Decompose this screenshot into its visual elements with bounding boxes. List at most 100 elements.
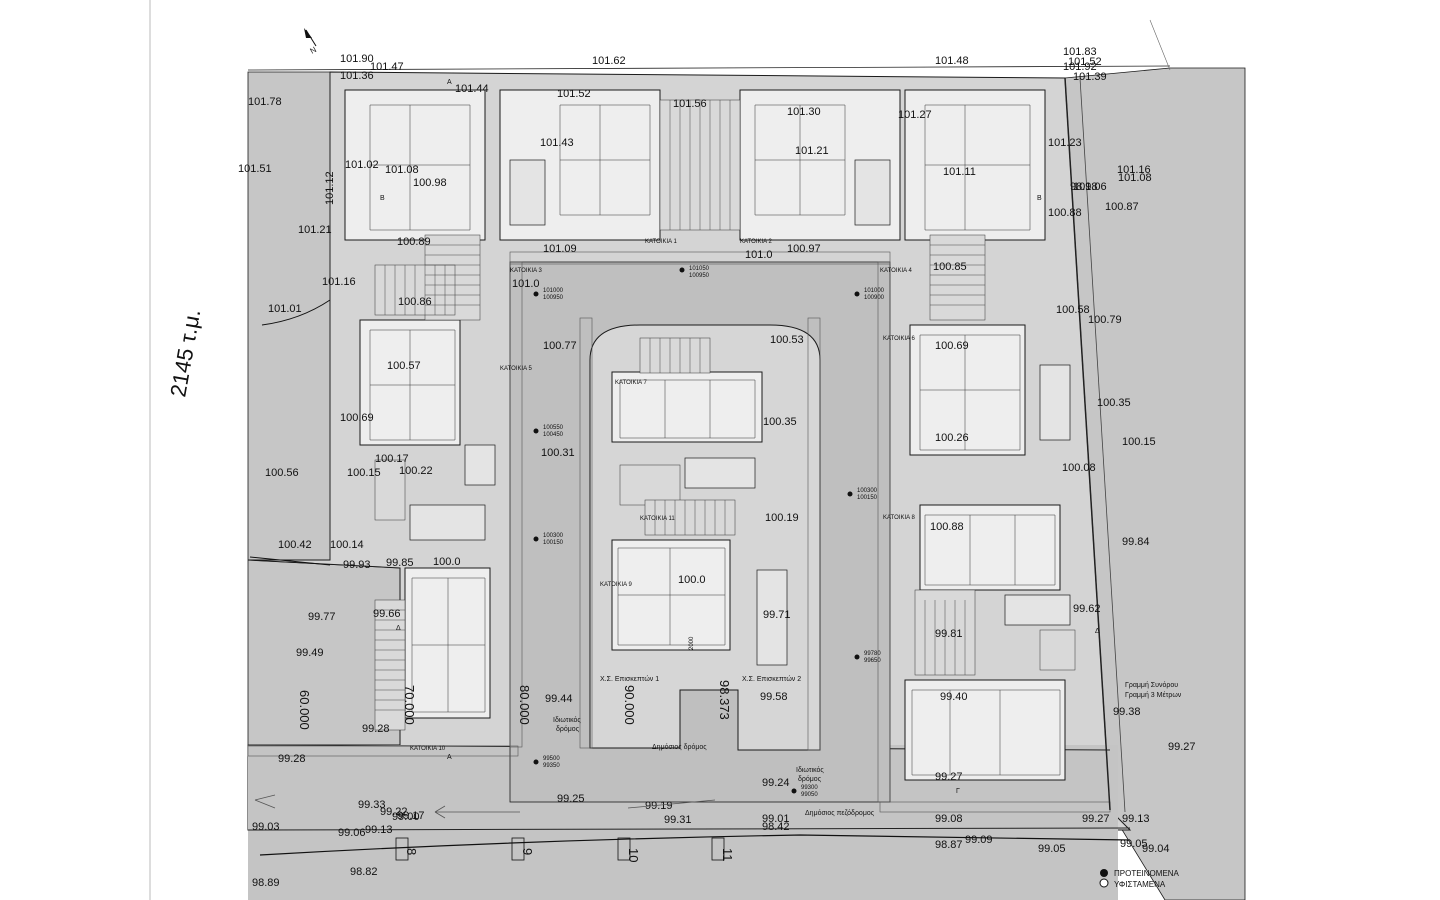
north-arrow-icon bbox=[304, 28, 317, 47]
elev: 101.11 bbox=[943, 166, 976, 178]
elev: 99.28 bbox=[278, 753, 306, 765]
section-marks: A A B B Δ Δ Γ bbox=[380, 79, 1100, 795]
coord-a: 100300 bbox=[857, 488, 878, 494]
station-10: 10 bbox=[626, 848, 641, 862]
elev: 100.58 bbox=[1056, 304, 1090, 316]
elev: 99.27 bbox=[1168, 741, 1196, 753]
elev: 98.42 bbox=[762, 821, 790, 833]
section-mark: Γ bbox=[956, 788, 960, 795]
elev: 100.08 bbox=[1062, 462, 1096, 474]
house-label: ΚΑΤΟΙΚΙΑ 6 bbox=[883, 336, 915, 342]
elev: 99.17 bbox=[397, 810, 425, 822]
legend: ΠΡΟΤΕΙΝΟΜΕΝΑ ΥΦΙΣΤΑΜΕΝΑ bbox=[1099, 869, 1180, 889]
coord-b: 100950 bbox=[543, 295, 564, 301]
private-road-1a: Ιδιωτικός bbox=[553, 716, 581, 724]
elev: 100.35 bbox=[763, 416, 797, 428]
elev: 99.33 bbox=[358, 799, 386, 811]
house-label: ΚΑΤΟΙΚΙΑ 11 bbox=[640, 516, 675, 522]
area-label: 2145 τ.μ. bbox=[165, 307, 205, 399]
coord-b: 100150 bbox=[857, 495, 878, 501]
elev: 99.00 bbox=[392, 811, 420, 823]
elev: 99.24 bbox=[762, 777, 790, 789]
offset-98: 98.373 bbox=[717, 680, 732, 720]
elev: 100.22 bbox=[399, 465, 433, 477]
coord-b: 100900 bbox=[864, 295, 885, 301]
elev: 99.44 bbox=[545, 693, 573, 705]
coord-b: 99050 bbox=[801, 792, 818, 798]
elev: 100.0 bbox=[678, 574, 706, 586]
elev: 101.78 bbox=[248, 96, 282, 108]
elev: 100.57 bbox=[387, 360, 421, 372]
elev: 99.49 bbox=[296, 647, 324, 659]
elev: 100.87 bbox=[1105, 201, 1139, 213]
elev: 98.98 bbox=[1070, 181, 1098, 193]
elev: 99.27 bbox=[1082, 813, 1110, 825]
elev: 101.09 bbox=[543, 243, 577, 255]
elev: 98.82 bbox=[350, 866, 378, 878]
elev: 99.38 bbox=[1113, 706, 1141, 718]
house-label: ΚΑΤΟΙΚΙΑ 2 bbox=[740, 239, 772, 245]
elev: 101.0 bbox=[512, 278, 540, 290]
elev: 100.88 bbox=[1048, 207, 1082, 219]
pools bbox=[409, 159, 1071, 666]
elev: 100.31 bbox=[541, 447, 575, 459]
elev: 101.48 bbox=[935, 55, 969, 67]
elev: 101.52 bbox=[557, 88, 591, 100]
coord-a: 101050 bbox=[689, 266, 710, 272]
elev: 100.89 bbox=[397, 236, 431, 248]
offset-80: 80.000 bbox=[517, 685, 532, 725]
elevation-labels: 101.90 101.47 101.36 101.62 101.48 101.8… bbox=[238, 46, 1196, 889]
section-mark: B bbox=[380, 195, 385, 202]
elev: 99.81 bbox=[935, 628, 963, 640]
elev: 101.36 bbox=[340, 70, 374, 82]
elev: 99.62 bbox=[1073, 603, 1101, 615]
elev: 99.40 bbox=[940, 691, 968, 703]
elev: 100.14 bbox=[330, 539, 364, 551]
elev: 100.35 bbox=[1097, 397, 1131, 409]
elev: 99.27 bbox=[935, 771, 963, 783]
house-label: ΚΑΤΟΙΚΙΑ 5 bbox=[500, 366, 532, 372]
elev: 101.56 bbox=[673, 98, 707, 110]
elev: 101.83 bbox=[1063, 46, 1097, 58]
legend-existing: ΥΦΙΣΤΑΜΕΝΑ bbox=[1114, 880, 1166, 889]
elev: 100.69 bbox=[935, 340, 969, 352]
coord-b: 99350 bbox=[543, 763, 560, 769]
elev: 99.66 bbox=[373, 608, 401, 620]
three-m-line-label: Γραμμή 3 Μέτρων bbox=[1125, 691, 1182, 699]
station-9: 9 bbox=[520, 848, 535, 855]
elev: 100.42 bbox=[278, 539, 312, 551]
coord-a: 101000 bbox=[864, 288, 885, 294]
coord-b: 100450 bbox=[543, 432, 564, 438]
elev: 100.56 bbox=[265, 467, 299, 479]
boundary-line-label: Γραμμή Συνόρου bbox=[1125, 681, 1178, 689]
elev: 100.26 bbox=[935, 432, 969, 444]
elev: 99.71 bbox=[763, 609, 791, 621]
house-label: ΚΑΤΟΙΚΙΑ 1 bbox=[645, 239, 677, 245]
house-label: ΚΑΤΟΙΚΙΑ 8 bbox=[883, 515, 915, 521]
elev: 99.84 bbox=[1122, 536, 1150, 548]
elev: 99.05 bbox=[1120, 838, 1148, 850]
house-label: ΚΑΤΟΙΚΙΑ 4 bbox=[880, 268, 912, 274]
elev: 99.13 bbox=[365, 824, 393, 836]
elev: 99.58 bbox=[760, 691, 788, 703]
parking-label-2: Χ.Σ. Επισκεπτών 2 bbox=[742, 675, 801, 683]
elev: 99.03 bbox=[252, 821, 280, 833]
elev: 99.77 bbox=[308, 611, 336, 623]
elev: 101.08 bbox=[1118, 172, 1152, 184]
private-road-1b: δρόμος bbox=[556, 725, 580, 733]
coord-a: 100550 bbox=[543, 425, 564, 431]
elev: 101.30 bbox=[787, 106, 821, 118]
elev: 100.69 bbox=[340, 412, 374, 424]
section-mark: A bbox=[447, 79, 452, 86]
coord-a: 100300 bbox=[543, 533, 564, 539]
elev: 101.27 bbox=[898, 109, 932, 121]
elev: 101.21 bbox=[298, 224, 332, 236]
elev: 101.23 bbox=[1048, 137, 1082, 149]
elev: 99.06 bbox=[338, 827, 366, 839]
house-label: ΚΑΤΟΙΚΙΑ 3 bbox=[510, 268, 542, 274]
elev: 100.85 bbox=[933, 261, 967, 273]
elev: 99.09 bbox=[965, 834, 993, 846]
station-8: 8 bbox=[404, 848, 419, 855]
elev: 100.0 bbox=[433, 556, 461, 568]
elev: 101.06 bbox=[1073, 181, 1107, 193]
